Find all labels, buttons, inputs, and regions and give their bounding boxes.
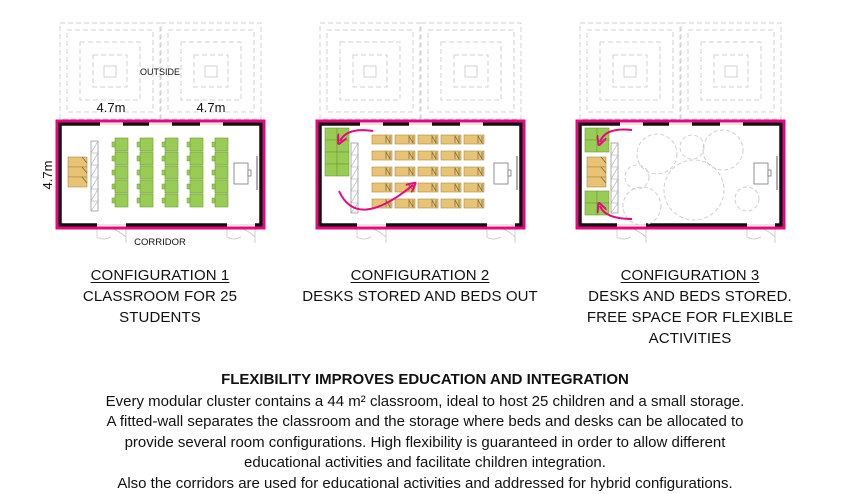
- outside-area: [579, 22, 782, 120]
- configuration-1-caption: CONFIGURATION 1 CLASSROOM FOR 25 STUDENT…: [60, 265, 260, 328]
- configuration-title: CONFIGURATION 1: [90, 267, 230, 284]
- stored-desks: [324, 127, 350, 153]
- configuration-description: CLASSROOM FOR 25 STUDENTS: [82, 288, 238, 326]
- room: [55, 119, 266, 245]
- description-line: provide several room configurations. Hig…: [124, 433, 726, 451]
- configuration-3-plan: [575, 22, 786, 245]
- corridor-label: CORRIDOR: [134, 237, 186, 248]
- move-arrow: [600, 128, 633, 143]
- configuration-description: DESKS STORED AND BEDS OUT: [302, 288, 538, 305]
- move-arrow: [600, 206, 633, 220]
- configuration-1-plan: OUTSIDE 4.7m 4.7m 4.7m CORRIDOR: [40, 22, 266, 248]
- configuration-3-caption: CONFIGURATION 3 DESKS AND BEDS STORED. F…: [560, 265, 820, 349]
- configuration-title: CONFIGURATION 3: [620, 267, 760, 284]
- configuration-description: DESKS AND BEDS STORED.: [588, 288, 792, 305]
- move-arrow: [338, 185, 413, 211]
- description-line: Every modular cluster contains a 44 m² c…: [105, 392, 745, 410]
- configuration-description: FREE SPACE FOR FLEXIBLE ACTIVITIES: [586, 309, 794, 347]
- stored-desks: [584, 127, 610, 153]
- stored-desks: [584, 190, 610, 216]
- description-heading: FLEXIBILITY IMPROVES EDUCATION AND INTEG…: [221, 371, 629, 388]
- room: [575, 119, 786, 245]
- configuration-title: CONFIGURATION 2: [350, 267, 490, 284]
- stored-beds: [67, 156, 88, 188]
- outside-label: OUTSIDE: [140, 67, 180, 77]
- description-line: Also the corridors are used for educatio…: [117, 474, 733, 492]
- fitted-wall-storage: [350, 142, 359, 214]
- floor-plans-diagram: OUTSIDE 4.7m 4.7m 4.7m CORRIDOR: [40, 22, 786, 248]
- fitted-wall-storage: [90, 140, 99, 212]
- stored-beds: [586, 156, 607, 188]
- activity-circles: [622, 129, 760, 226]
- description-block: FLEXIBILITY IMPROVES EDUCATION AND INTEG…: [0, 370, 850, 494]
- fitted-wall-storage: [610, 142, 619, 214]
- move-arrow: [340, 129, 374, 141]
- depth-label: 4.7m: [40, 161, 55, 190]
- stored-desks: [324, 151, 350, 177]
- outside-area: [319, 22, 522, 120]
- room: [315, 119, 526, 245]
- description-line: educational activities and facilitate ch…: [244, 454, 606, 471]
- configuration-2-plan: [315, 22, 526, 245]
- width-label-right: 4.7m: [197, 100, 226, 115]
- width-label-left: 4.7m: [97, 100, 126, 115]
- description-line: A fitted-wall separates the classroom an…: [106, 413, 744, 430]
- configuration-2-caption: CONFIGURATION 2 DESKS STORED AND BEDS OU…: [300, 265, 540, 307]
